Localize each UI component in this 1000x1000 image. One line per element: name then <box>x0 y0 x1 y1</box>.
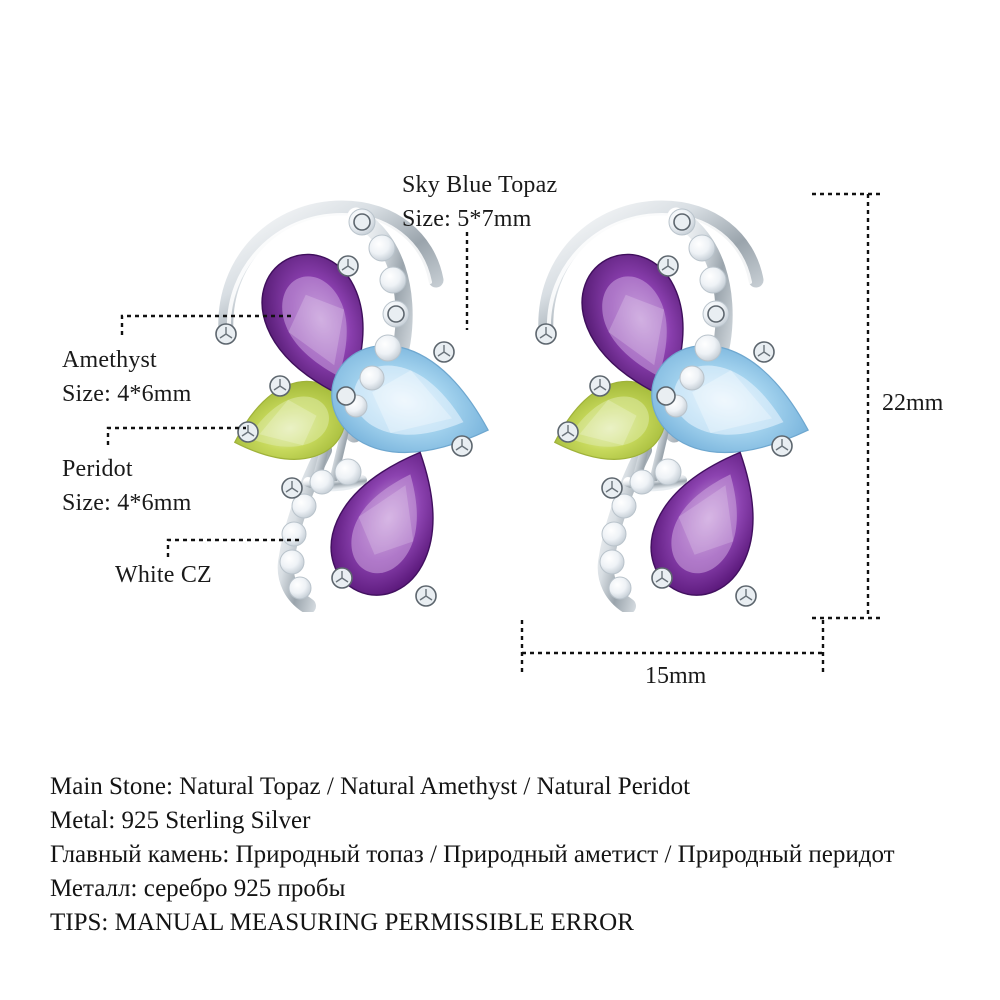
callout-sky-blue-topaz-size: Size: 5*7mm <box>402 206 532 232</box>
earring-left <box>196 182 496 612</box>
callout-sky-blue-topaz-name: Sky Blue Topaz <box>402 172 558 198</box>
spec-line-metal-ru: Металл: серебро 925 пробы <box>50 875 346 902</box>
callout-sky-blue-topaz: Sky Blue Topaz Size: 5*7mm <box>402 168 557 236</box>
specification-block: Main Stone: Natural Topaz / Natural Amet… <box>50 770 980 940</box>
spec-line-metal: Metal: 925 Sterling Silver <box>50 807 311 834</box>
callout-peridot-size: Size: 4*6mm <box>62 490 192 516</box>
callout-amethyst: Amethyst Size: 4*6mm <box>62 343 192 411</box>
spec-line-tips: TIPS: MANUAL MEASURING PERMISSIBLE ERROR <box>50 909 634 936</box>
dimension-label-width: 15mm <box>645 663 707 689</box>
callout-amethyst-name: Amethyst <box>62 347 157 373</box>
dimension-label-height: 22mm <box>882 390 944 416</box>
callout-peridot-name: Peridot <box>62 456 133 482</box>
callout-amethyst-size: Size: 4*6mm <box>62 381 192 407</box>
spec-line-main-stone-ru: Главный камень: Природный топаз / Природ… <box>50 841 895 868</box>
callout-peridot: Peridot Size: 4*6mm <box>62 452 192 520</box>
callout-white-cz: White CZ <box>115 558 212 592</box>
spec-line-main-stone: Main Stone: Natural Topaz / Natural Amet… <box>50 773 691 800</box>
callout-white-cz-name: White CZ <box>115 562 212 588</box>
earring-right <box>516 182 816 612</box>
